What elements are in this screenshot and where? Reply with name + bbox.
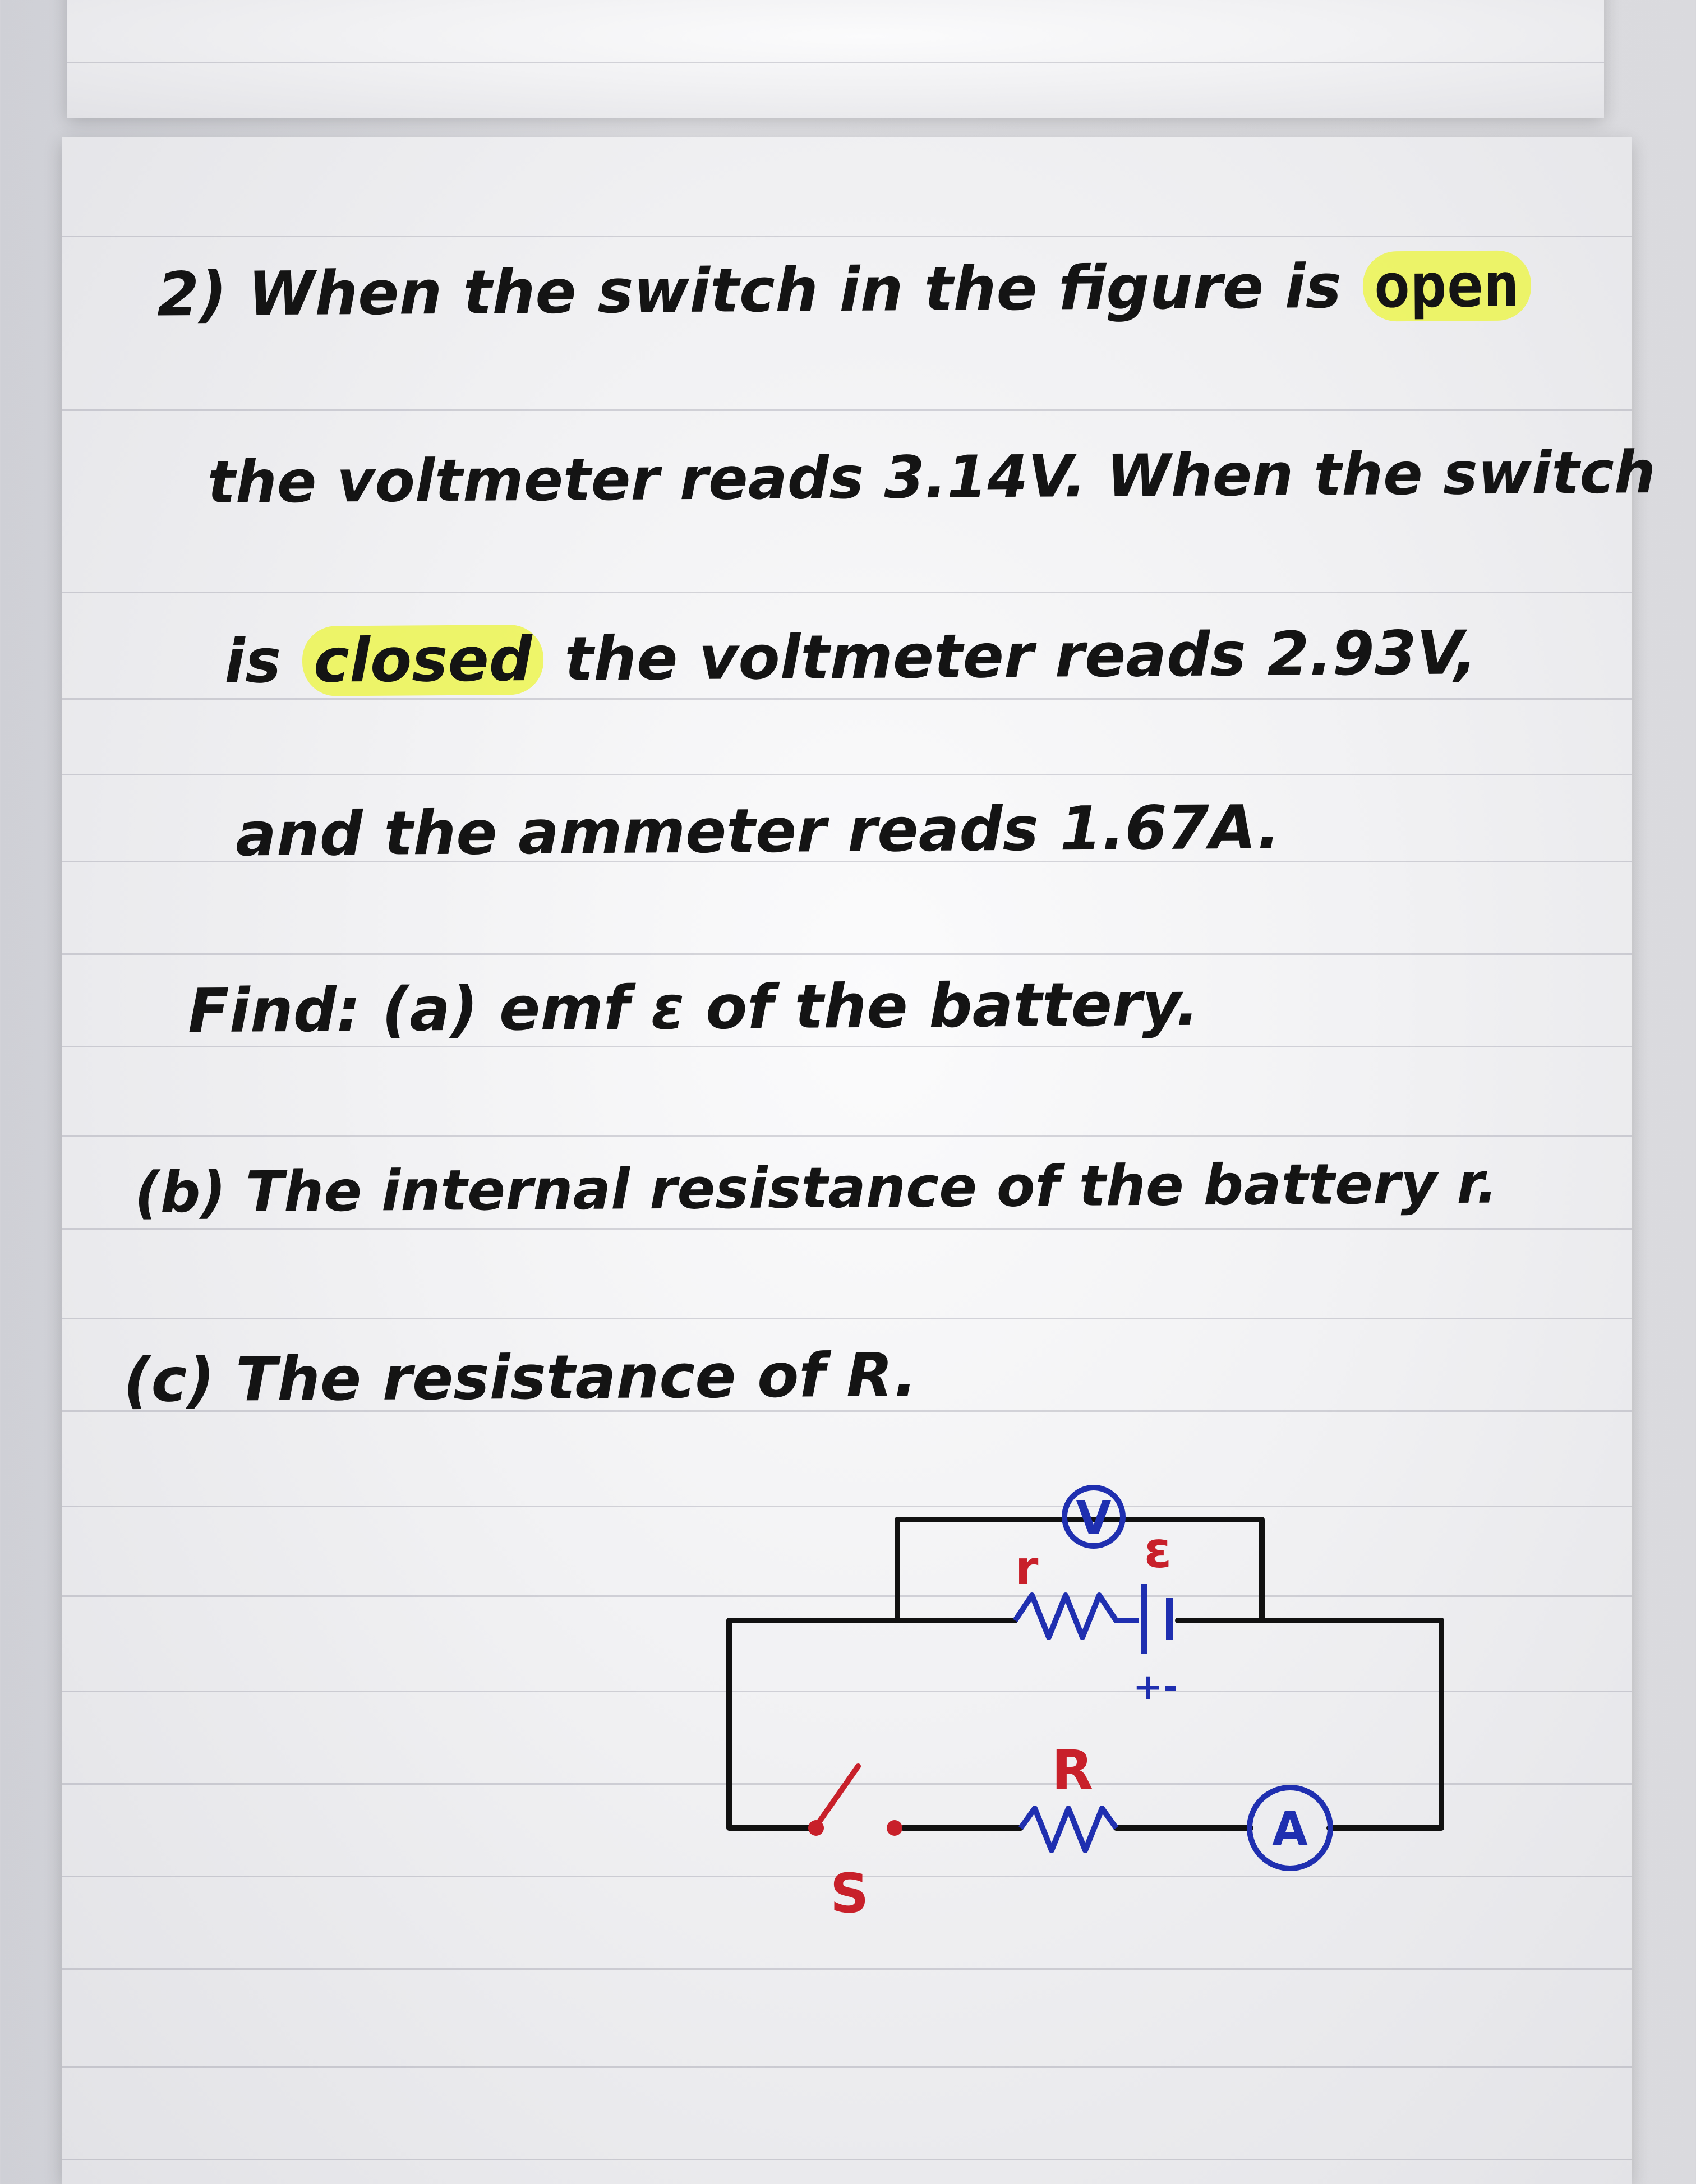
- right-wire: [1326, 1618, 1444, 1831]
- ruled-line: [62, 592, 1632, 593]
- notebook-page: [62, 137, 1632, 2184]
- emf-label: ε: [1144, 1521, 1172, 1579]
- problem-line-2: the voltmeter reads 3.14V. When the swit…: [207, 437, 1656, 517]
- ammeter-label: A: [1272, 1803, 1308, 1856]
- ruled-line: [67, 62, 1604, 63]
- ruled-line: [62, 1506, 1632, 1507]
- previous-page: [67, 0, 1604, 118]
- ruled-line: [62, 1968, 1632, 1970]
- circuit-wires: [726, 1517, 1444, 1831]
- resistor-label: R: [1052, 1739, 1093, 1802]
- ruled-line: [62, 1046, 1632, 1047]
- problem-line-5: Find: (a) emf ε of the battery.: [187, 969, 1200, 1047]
- problem-line-3: is closed the voltmeter reads 2.93V,: [224, 618, 1477, 697]
- line1-text: 2) When the switch in the figure is: [156, 251, 1363, 330]
- voltmeter-circle: [1062, 1485, 1126, 1549]
- switch-pivot: [808, 1820, 824, 1836]
- problem-line-6: (b) The internal resistance of the batte…: [134, 1150, 1498, 1226]
- ruled-line: [62, 1318, 1632, 1319]
- ruled-line: [62, 236, 1632, 237]
- ruled-line: [62, 2159, 1632, 2160]
- ruled-line: [62, 1135, 1632, 1137]
- ruled-line: [62, 409, 1632, 411]
- battery-polarity: +-: [1133, 1666, 1178, 1708]
- circuit-diagram: V r ε +- S R A: [726, 1485, 1444, 1925]
- switch-label: S: [830, 1862, 869, 1925]
- line3-text-end: the voltmeter reads 2.93V,: [543, 618, 1477, 695]
- problem-line-7: (c) The resistance of R.: [123, 1340, 918, 1416]
- switch-contact: [887, 1820, 902, 1836]
- ruled-line: [62, 2066, 1632, 2068]
- ruled-line: [62, 1228, 1632, 1230]
- ruled-line: [62, 861, 1632, 862]
- ruled-line: [62, 1691, 1632, 1692]
- highlight-closed: closed: [302, 624, 544, 696]
- ruled-line: [62, 774, 1632, 775]
- ammeter-circle: [1247, 1785, 1333, 1871]
- internal-resistance-zigzag: [1012, 1592, 1139, 1640]
- ruled-line: [62, 1876, 1632, 1877]
- ruled-line: [62, 1595, 1632, 1597]
- switch-lever: [816, 1763, 861, 1825]
- voltmeter-label: V: [1076, 1492, 1112, 1545]
- ruled-line: [62, 953, 1632, 955]
- problem-line-1: 2) When the switch in the figure is open: [156, 250, 1532, 330]
- ruled-line: [62, 698, 1632, 700]
- left-wire: [726, 1618, 816, 1831]
- ruled-line: [62, 1410, 1632, 1412]
- highlight-open: open: [1362, 250, 1532, 322]
- problem-line-4: and the ammeter reads 1.67A.: [235, 792, 1281, 870]
- line3-text-start: is: [224, 626, 303, 697]
- internal-resistance-label: r: [1015, 1540, 1039, 1595]
- voltmeter-branch-wire: [895, 1517, 1265, 1623]
- resistor-zigzag: [1018, 1806, 1119, 1853]
